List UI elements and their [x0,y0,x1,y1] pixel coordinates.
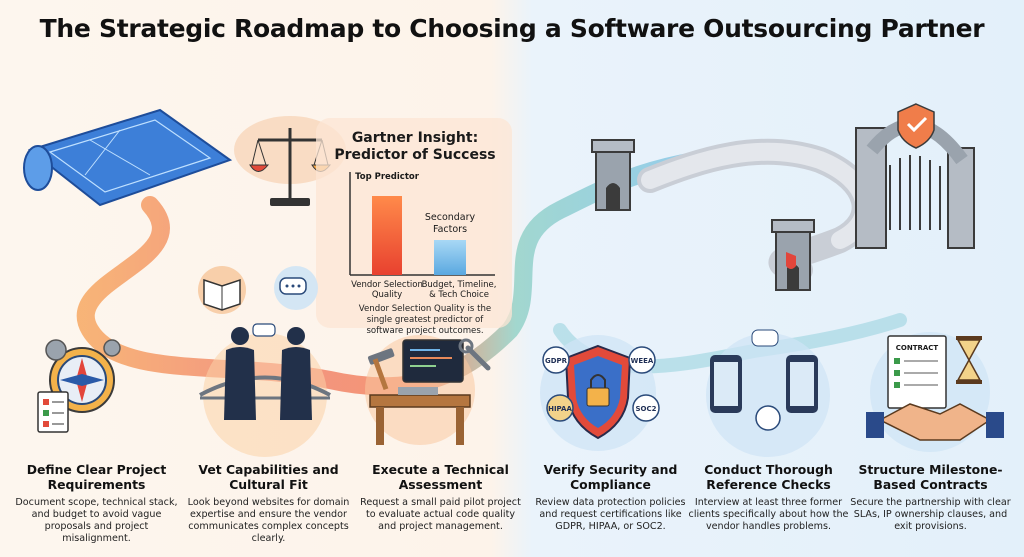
step-define-requirements: Define Clear Project Requirements Docume… [14,462,179,545]
step-title: Define Clear Project Requirements [26,462,167,492]
insight-title: Gartner Insight: Predictor of Success [334,130,496,163]
people-icon [224,323,312,420]
contract-label: CONTRACT [896,344,939,352]
bar-secondary-factors [434,240,466,275]
hourglass-icon [956,336,982,384]
badge-gdpr: GDPR [545,357,568,365]
secondary-factors-label: Secondary Factors [424,212,476,235]
badge-soc2: SOC2 [636,405,657,413]
step-reference-checks: Conduct Thorough Reference Checks Interv… [686,462,851,533]
step-desc: Request a small paid pilot project to ev… [360,497,521,532]
step-title: Structure Milestone-Based Contracts [858,462,1003,492]
step-verify-security: Verify Security and Compliance Review da… [528,462,693,533]
step-title: Verify Security and Compliance [543,462,678,492]
step-title: Conduct Thorough Reference Checks [704,462,833,492]
step-milestone-contracts: Structure Milestone-Based Contracts Secu… [848,462,1013,533]
bar-label-vendor: Vendor Selection Quality [351,280,423,300]
phone-icon [706,329,830,457]
bar-label-secondary: Budget, Timeline, & Tech Choice [421,280,497,300]
step-title: Vet Capabilities and Cultural Fit [198,462,339,492]
computer-icon [398,339,464,395]
step-desc: Document scope, technical stack, and bud… [15,497,178,544]
badge-weea: WEEA [631,357,654,365]
checklist-icon [37,391,69,433]
badge-hipaa: HIPAA [548,405,572,413]
wrench-icon [458,338,491,371]
step-desc: Secure the partnership with clear SLAs, … [850,497,1011,532]
step-desc: Interview at least three former clients … [688,497,849,532]
top-predictor-label: Top Predictor [355,172,419,182]
castle-gate-icon [591,103,975,291]
step-desc: Look beyond websites for domain expertis… [187,497,350,544]
blueprint-icon [23,108,233,207]
step-title: Execute a Technical Assessment [372,462,509,492]
step-vet-capabilities: Vet Capabilities and Cultural Fit Look b… [186,462,351,545]
bar-vendor-selection [372,196,402,275]
compliance-badges: GDPR WEEA HIPAA SOC2 [542,346,660,422]
handshake-icon [866,403,1004,441]
insight-note: Vendor Selection Quality is the single g… [358,304,492,336]
step-technical-assessment: Execute a Technical Assessment Request a… [358,462,523,533]
chat-bubble-icon [274,266,318,310]
step-desc: Review data protection policies and requ… [535,497,686,532]
book-icon [198,266,246,314]
hammer-icon [367,348,395,391]
page-title: The Strategic Roadmap to Choosing a Soft… [39,14,985,43]
